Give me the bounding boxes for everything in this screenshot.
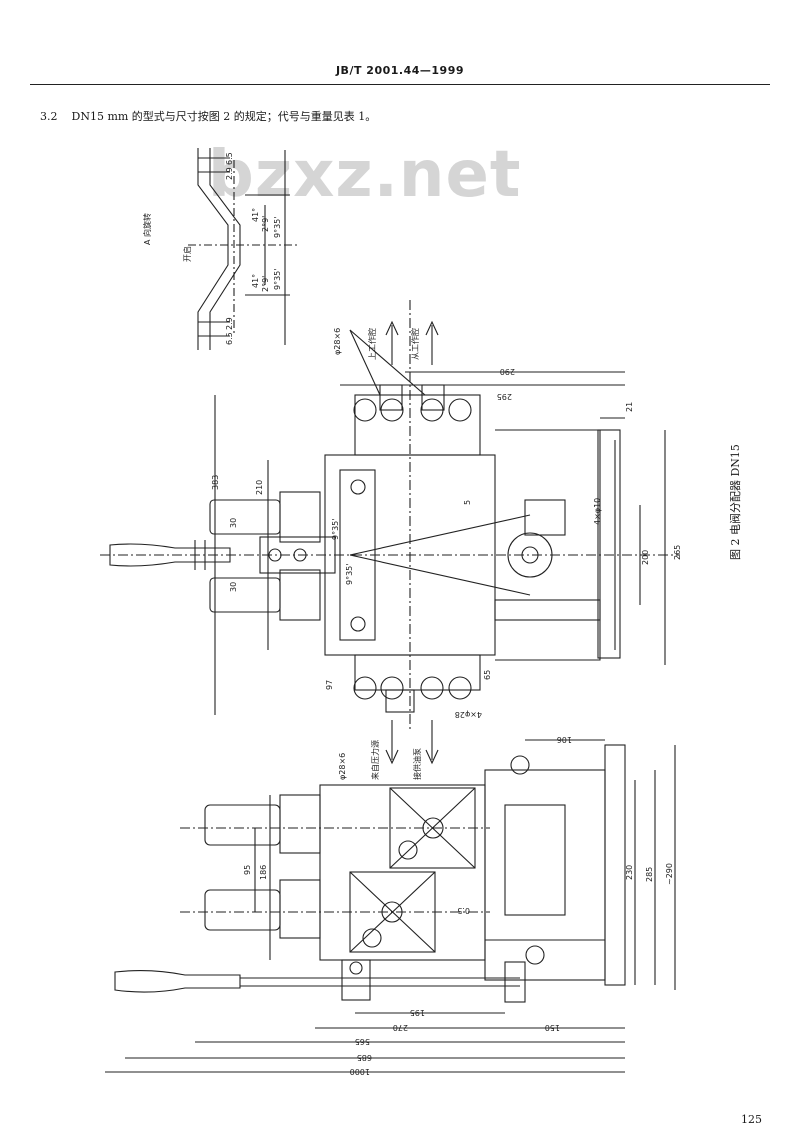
watermark: bzxz.net: [208, 138, 522, 212]
dim-230: 230: [625, 865, 634, 880]
flow-down-2-label: 接供油泵: [412, 748, 422, 780]
angle-41-bottom: 41°: [251, 274, 260, 288]
dim-195: 195: [410, 1008, 425, 1017]
dim-685: 685: [357, 1053, 372, 1062]
dim-290: 290: [500, 367, 515, 376]
view-a-label: A 向旋转: [142, 213, 152, 245]
dim-265: 265: [673, 545, 682, 560]
pipe-side-label: 4×φ28: [455, 710, 482, 719]
angle-9-35-top: 9°35': [273, 217, 282, 238]
dim-approx-290: ~290: [665, 863, 674, 885]
dim-285: 285: [645, 867, 654, 882]
dim-186: 186: [259, 865, 268, 880]
dim-200: 200: [641, 550, 650, 565]
pipe-bottom-label: φ28×6: [338, 753, 347, 780]
dim-270: 270: [393, 1023, 408, 1032]
standard-header: JB/T 2001.44—1999: [335, 64, 465, 77]
flow-up-2-label: 从工作腔: [410, 328, 420, 360]
dim-210: 210: [255, 480, 264, 495]
flow-down-1-label: 来自压力源: [370, 740, 380, 780]
dim-6-5-top: 6.5: [225, 152, 234, 165]
dim-30-upper: 30: [229, 518, 238, 528]
page-number: 125: [741, 1113, 762, 1126]
clause-paragraph: 3.2 DN15 mm 的型式与尺寸按图 2 的规定；代号与重量见表 1。: [40, 108, 376, 124]
dim-30-lower: 30: [229, 582, 238, 592]
dim-295: 295: [497, 392, 512, 401]
dim-97: 97: [325, 680, 334, 690]
angle-9-35-bottom: 9°35': [273, 269, 282, 290]
angle-2-9-bottom: 2°9': [261, 276, 270, 292]
pipe-top-label: φ28×6: [333, 328, 342, 355]
angle-label-2: 9°35': [345, 564, 354, 585]
pos-open-label: 开启: [182, 246, 192, 262]
dim-5: 5: [463, 500, 472, 505]
main-elevation-view: 383 210 200 265 290 295 21 65 97 30 30 5…: [100, 300, 682, 780]
dim-6-5-bottom: 6.5: [225, 332, 234, 345]
dim-2-9-bottom: 2.9: [225, 317, 234, 330]
holes-label: 4×φ10: [593, 498, 602, 525]
dim-2-9-top: 2.9: [225, 167, 234, 180]
dim-95: 95: [243, 865, 252, 875]
angle-2-9-top: 2°9': [261, 216, 270, 232]
dim-1000: 1000: [350, 1067, 370, 1076]
dim-65: 65: [483, 670, 492, 680]
plan-view: 95 186 230 285 ~290 106 195 270 150 565 …: [105, 735, 676, 1076]
angle-label-1: 9°35': [331, 519, 340, 540]
flow-up-1-label: 上工作腔: [367, 328, 377, 360]
detail-view-a: A 向旋转 开启 6.5 2.9 41° 2°9' 9°35' 41° 2°9'…: [142, 148, 300, 350]
clause-number: 3.2: [40, 110, 58, 123]
dim-21: 21: [625, 402, 634, 412]
clause-text: DN15 mm 的型式与尺寸按图 2 的规定；代号与重量见表 1。: [71, 110, 377, 123]
dim-383: 383: [211, 475, 220, 490]
dim-150: 150: [545, 1023, 560, 1032]
angle-41-top: 41°: [251, 208, 260, 222]
header-rule: [30, 84, 770, 85]
dim-106: 106: [557, 735, 572, 744]
dim-565: 565: [355, 1037, 370, 1046]
dim-0-5: 0.5: [457, 906, 470, 915]
figure-caption: 图 2 电阀分配器 DN15: [729, 444, 742, 560]
